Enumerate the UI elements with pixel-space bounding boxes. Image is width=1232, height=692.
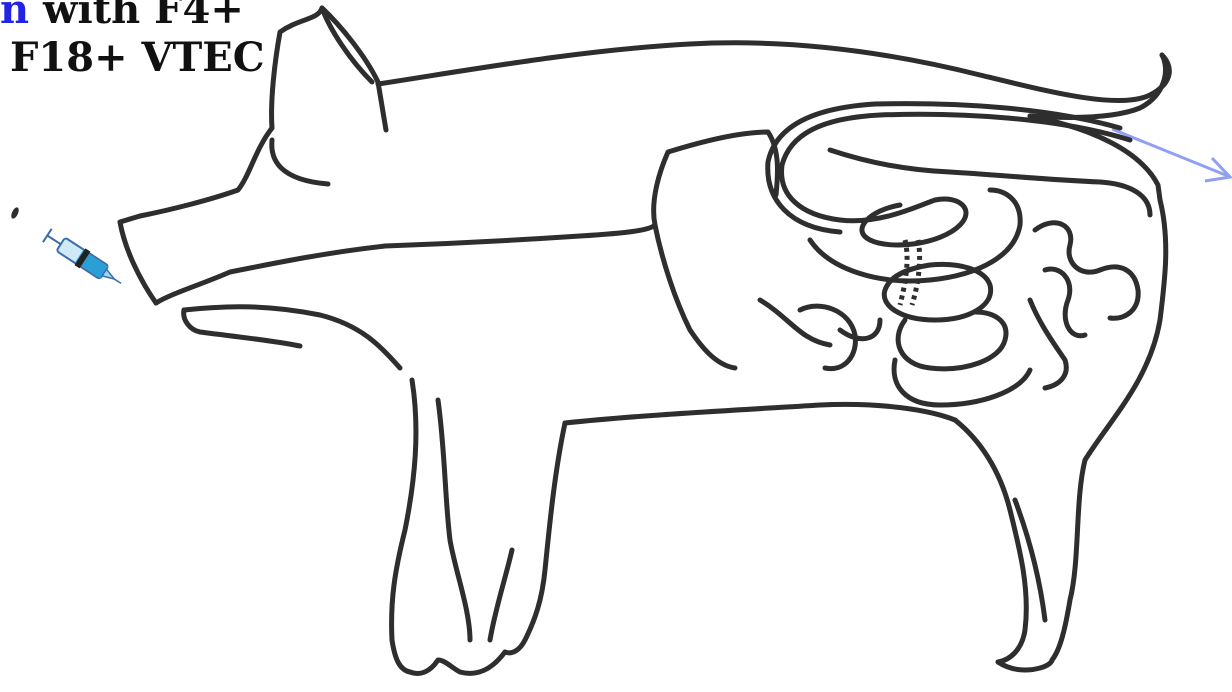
intestines — [760, 104, 1150, 405]
syringe-icon — [42, 227, 127, 292]
droplet-icon — [10, 206, 21, 219]
